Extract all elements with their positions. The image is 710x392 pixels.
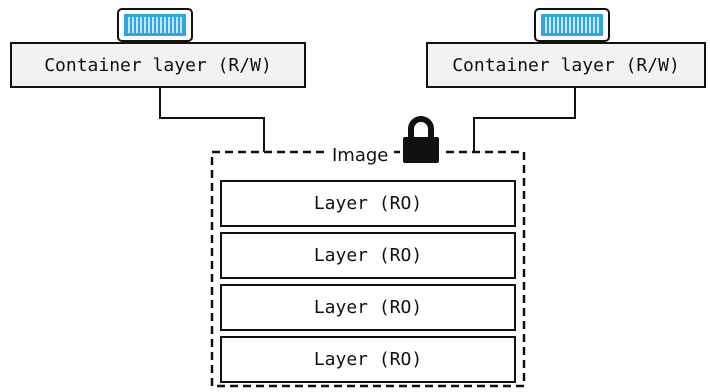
shipping-container-icon xyxy=(117,8,193,42)
connector-left xyxy=(159,88,265,152)
container-layer-label: Container layer (R/W) xyxy=(452,54,680,76)
image-label: Image xyxy=(332,144,389,166)
layer-label: Layer (RO) xyxy=(313,245,423,266)
image-layer: Layer (RO) xyxy=(220,232,516,279)
layer-label: Layer (RO) xyxy=(313,297,423,318)
container-layer-left: Container layer (R/W) xyxy=(10,42,306,88)
lock-icon xyxy=(400,116,442,166)
shipping-container-icon xyxy=(534,8,610,42)
image-layer: Layer (RO) xyxy=(220,180,516,227)
layer-label: Layer (RO) xyxy=(313,349,423,370)
image-layer: Layer (RO) xyxy=(220,336,516,383)
container-layer-label: Container layer (R/W) xyxy=(44,54,272,76)
image-layer: Layer (RO) xyxy=(220,284,516,331)
container-layer-right: Container layer (R/W) xyxy=(426,42,706,88)
image-title: Image xyxy=(328,140,393,170)
layer-label: Layer (RO) xyxy=(313,193,423,214)
connector-right xyxy=(473,88,576,152)
